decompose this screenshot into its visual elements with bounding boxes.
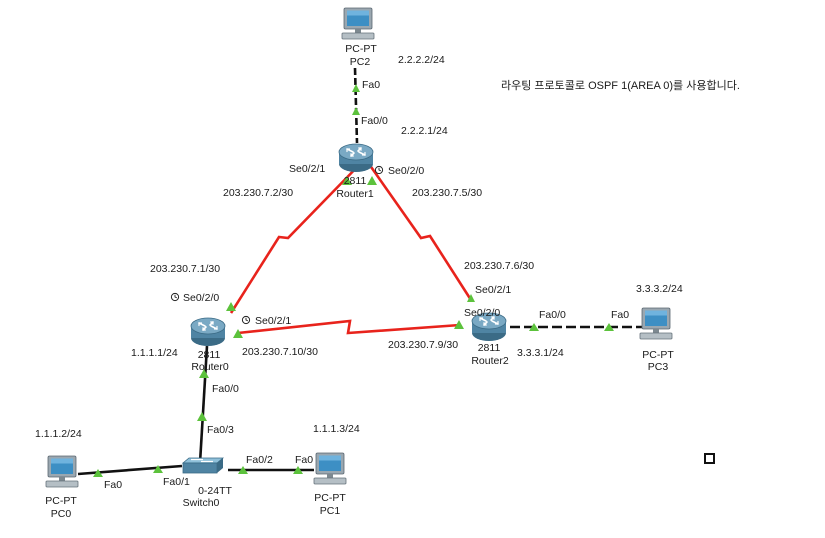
port-up-indicator: [238, 466, 248, 474]
port-up-indicator: [153, 465, 163, 473]
device-model-label: PC-PT: [314, 492, 346, 504]
interface-label: Fa0/2: [246, 454, 273, 466]
interface-label: Se0/2/0: [464, 307, 500, 319]
selection-marker[interactable]: [704, 453, 715, 464]
device-name-label: PC1: [320, 505, 341, 517]
ip-address-label: 203.230.7.5/30: [412, 187, 482, 199]
device-pc1[interactable]: PC-PT PC1: [313, 452, 347, 517]
interface-label: Se0/2/0: [183, 292, 219, 304]
interface-label: Se0/2/1: [289, 163, 325, 175]
port-up-indicator: [454, 320, 464, 329]
device-name-label: Switch0: [183, 497, 220, 509]
device-model-label: 2811: [478, 342, 501, 354]
ip-address-label: 203.230.7.1/30: [150, 263, 220, 275]
ip-address-label: 203.230.7.10/30: [242, 346, 318, 358]
port-up-indicator: [467, 294, 475, 302]
device-model-label: PC-PT: [345, 43, 377, 55]
clock-icon: [170, 292, 180, 302]
interface-label: Fa0/3: [207, 424, 234, 436]
interface-label: Se0/2/1: [475, 284, 511, 296]
port-up-indicator: [342, 176, 352, 185]
port-up-indicator: [93, 469, 103, 477]
pc-icon: [45, 455, 79, 488]
ip-address-label: 3.3.3.1/24: [517, 347, 564, 359]
device-switch0[interactable]: 0-24TT Switch0: [182, 457, 233, 509]
device-model-label: 2811: [344, 175, 367, 187]
interface-label: Fa0/0: [539, 309, 566, 321]
ip-address-label: 203.230.7.9/30: [388, 339, 458, 351]
device-router2[interactable]: 2811 Router2: [471, 312, 509, 367]
ip-address-label: 3.3.3.2/24: [636, 283, 683, 295]
ethernet-link-pc0-sw[interactable]: [77, 464, 183, 476]
device-name-label: Router0: [191, 361, 229, 373]
device-router1[interactable]: 2811 Router1: [336, 143, 374, 200]
port-up-indicator: [529, 323, 539, 331]
device-model-label: PC-PT: [642, 349, 674, 361]
device-name-label: Router2: [471, 355, 509, 367]
interface-label: Fa0: [104, 479, 122, 491]
serial-link-r0-r2[interactable]: [237, 319, 461, 335]
ip-address-label: 1.1.1.3/24: [313, 423, 360, 435]
interface-labels: Fa0 Fa0/0 Se0/2/1 Se0/2/0 Se0/2/0 Se0/2/…: [104, 79, 629, 491]
port-up-indicator: [293, 466, 303, 474]
interface-label: Fa0/0: [361, 115, 388, 127]
routing-protocol-note: 라우팅 프로토콜로 OSPF 1(AREA 0)를 사용합니다.: [501, 79, 740, 92]
port-up-indicator: [352, 84, 360, 92]
interface-label: Fa0/0: [212, 383, 239, 395]
interface-label: Fa0/1: [163, 476, 190, 488]
ip-address-label: 2.2.2.1/24: [401, 125, 448, 137]
interface-label: Se0/2/1: [255, 315, 291, 327]
device-model-label: 2811: [198, 349, 221, 361]
clock-icon: [374, 165, 384, 175]
device-name-label: PC3: [648, 361, 669, 373]
address-labels: 2.2.2.2/24 2.2.2.1/24 203.230.7.2/30 203…: [35, 54, 683, 440]
router-icon: [190, 317, 226, 347]
serial-link-r1-r2[interactable]: [367, 163, 473, 301]
serial-link-r1-r0[interactable]: [229, 161, 363, 314]
pc-icon: [639, 307, 673, 340]
links: [77, 67, 648, 476]
device-pc2[interactable]: PC-PT PC2: [341, 7, 377, 68]
port-up-indicator: [352, 107, 360, 115]
ip-address-label: 203.230.7.2/30: [223, 187, 293, 199]
device-model-label: 0-24TT: [198, 485, 232, 497]
port-up-indicator: [233, 329, 243, 338]
pc-icon: [341, 7, 375, 40]
device-name-label: PC2: [350, 56, 371, 68]
ethernet-link-r0-sw[interactable]: [198, 345, 209, 464]
port-up-indicator: [199, 369, 209, 378]
interface-label: Fa0: [362, 79, 380, 91]
interface-label: Fa0: [295, 454, 313, 466]
router-icon: [338, 143, 374, 173]
interface-label: Fa0: [611, 309, 629, 321]
port-up-indicator: [367, 176, 377, 185]
pc-icon: [313, 452, 347, 485]
device-pc0[interactable]: PC-PT PC0: [45, 455, 79, 520]
interface-label: Se0/2/0: [388, 165, 424, 177]
device-name-label: PC0: [51, 508, 72, 520]
ethernet-link-pc2-r1[interactable]: [353, 67, 359, 144]
device-name-label: Router1: [336, 188, 374, 200]
clock-icon: [241, 315, 251, 325]
device-pc3[interactable]: PC-PT PC3: [639, 307, 674, 373]
port-up-indicator: [226, 302, 236, 311]
ip-address-label: 203.230.7.6/30: [464, 260, 534, 272]
switch-icon: [182, 457, 224, 474]
ip-address-label: 1.1.1.2/24: [35, 428, 82, 440]
port-up-indicator: [197, 412, 207, 421]
port-up-indicator: [604, 323, 614, 331]
ip-address-label: 2.2.2.2/24: [398, 54, 445, 66]
device-router0[interactable]: 2811 Router0: [190, 317, 229, 373]
device-model-label: PC-PT: [45, 495, 77, 507]
ip-address-label: 1.1.1.1/24: [131, 347, 178, 359]
port-status-lights: [93, 84, 614, 477]
